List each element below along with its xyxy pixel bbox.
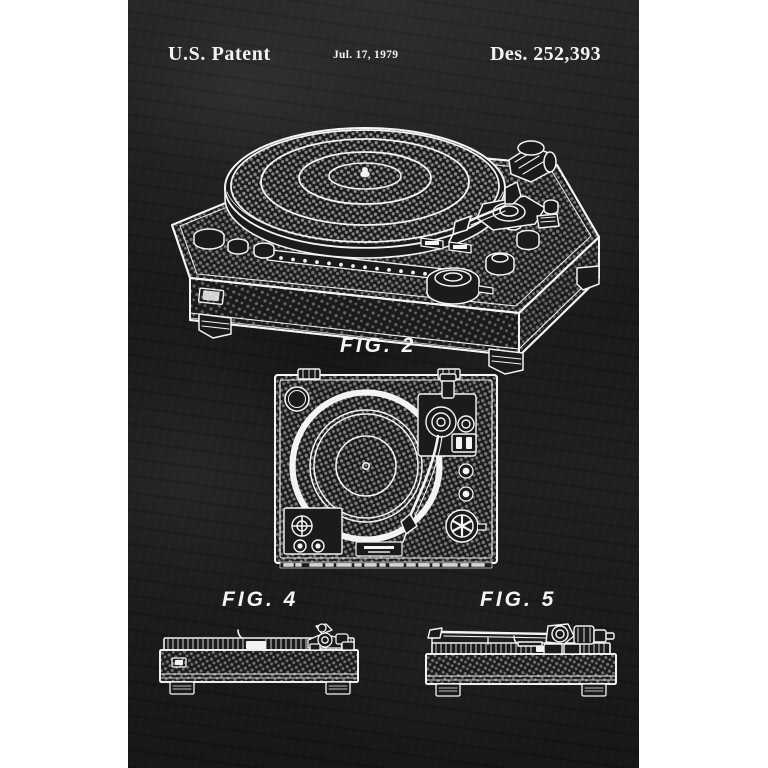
tonearm-rest-dial (445, 509, 487, 543)
cabinet-feet-side (435, 683, 607, 697)
figure-1-perspective-drawing (153, 108, 623, 375)
center-label-block (246, 641, 266, 649)
figure-4-front-elevation-drawing (150, 612, 370, 704)
cabinet-side-body (425, 653, 617, 685)
left-rotary-knobs (193, 228, 275, 259)
power-switch-front (171, 657, 187, 668)
left-control-panel (283, 507, 343, 555)
cabinet-front-body (159, 649, 359, 683)
patent-poster: U.S. Patent Jul. 17, 1979 Des. 252,393 (128, 0, 639, 768)
patent-header: U.S. Patent Jul. 17, 1979 Des. 252,393 (128, 43, 639, 71)
figure-5-caption: FIG. 5 (480, 588, 557, 611)
tonearm-assembly (448, 140, 560, 243)
power-switch-plate (197, 287, 225, 306)
figure-2-caption: FIG. 2 (340, 334, 417, 357)
turntable-platter-top (289, 389, 443, 543)
patent-office-label: U.S. Patent (168, 43, 271, 65)
front-microtext-strip (279, 561, 493, 569)
figure-5-side-elevation-drawing (418, 612, 623, 704)
tonearm-profile-side (427, 623, 615, 655)
figure-4-caption: FIG. 4 (222, 588, 299, 611)
speed-buttons-top (458, 463, 474, 502)
figure-2-top-plan-drawing (270, 366, 502, 574)
tonearm-counterweight (508, 140, 557, 183)
front-label-plate (355, 541, 403, 557)
tonearm-assembly-top (400, 373, 477, 543)
patent-number-label: Des. 252,393 (490, 43, 601, 65)
cabinet-feet-front (169, 681, 351, 695)
center-spindle-front (237, 629, 243, 639)
patent-date-label: Jul. 17, 1979 (333, 49, 399, 61)
tonearm-assembly-front (307, 623, 355, 651)
speed-select-buttons (420, 237, 472, 254)
center-spindle-top (362, 462, 371, 471)
cabinet-feet (198, 265, 600, 375)
